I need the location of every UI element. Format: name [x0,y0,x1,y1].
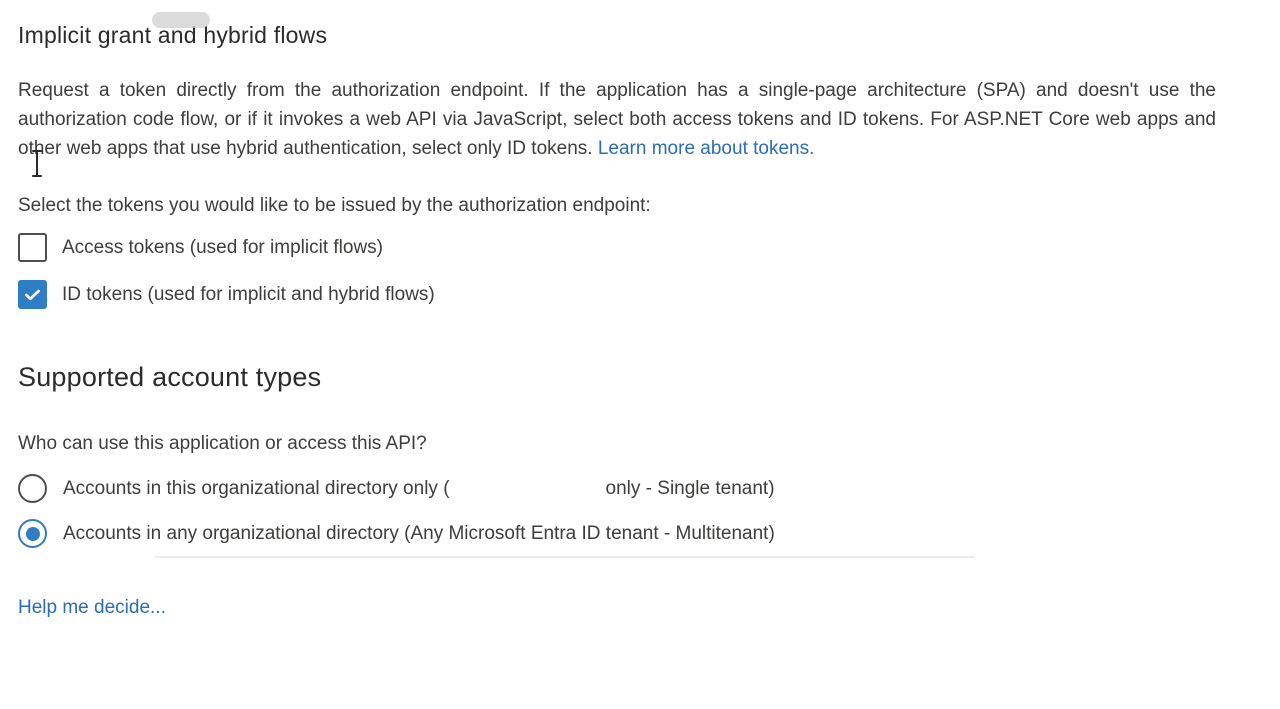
single-tenant-radio[interactable] [18,474,47,503]
implicit-grant-description: Request a token directly from the author… [18,76,1216,163]
select-tokens-prompt: Select the tokens you would like to be i… [18,195,651,216]
multitenant-label: Accounts in any organizational directory… [63,523,775,544]
single-tenant-row: Accounts in this organizational director… [18,474,1216,503]
access-tokens-row: Access tokens (used for implicit flows) [18,233,1216,262]
learn-more-about-tokens-link[interactable]: Learn more about tokens. [597,138,815,159]
single-tenant-label: Accounts in this organizational director… [63,474,775,503]
multitenant-row: Accounts in any organizational directory… [18,519,1216,548]
supported-account-types-heading: Supported account types [18,362,322,392]
who-can-use-question: Who can use this application or access t… [18,433,427,454]
multitenant-radio[interactable] [18,519,47,548]
text-cursor [32,150,42,177]
single-tenant-label-suffix: only - Single tenant) [605,478,775,499]
radio-dot-icon [25,526,40,541]
id-tokens-label: ID tokens (used for implicit and hybrid … [62,284,435,305]
authentication-settings-panel: Implicit grant and hybrid flows Request … [0,12,1280,709]
access-tokens-checkbox[interactable] [18,233,47,262]
help-me-decide-link[interactable]: Help me decide... [18,597,166,618]
redaction-artifact-line [155,556,975,558]
id-tokens-checkbox[interactable] [18,280,47,309]
redacted-tenant-name [450,493,606,494]
single-tenant-label-prefix: Accounts in this organizational director… [63,478,450,499]
checkmark-icon [25,289,40,301]
clipped-element-artifact [152,12,210,28]
implicit-grant-description-text: Request a token directly from the author… [18,80,1216,159]
id-tokens-row: ID tokens (used for implicit and hybrid … [18,280,1216,309]
access-tokens-label: Access tokens (used for implicit flows) [62,237,383,258]
